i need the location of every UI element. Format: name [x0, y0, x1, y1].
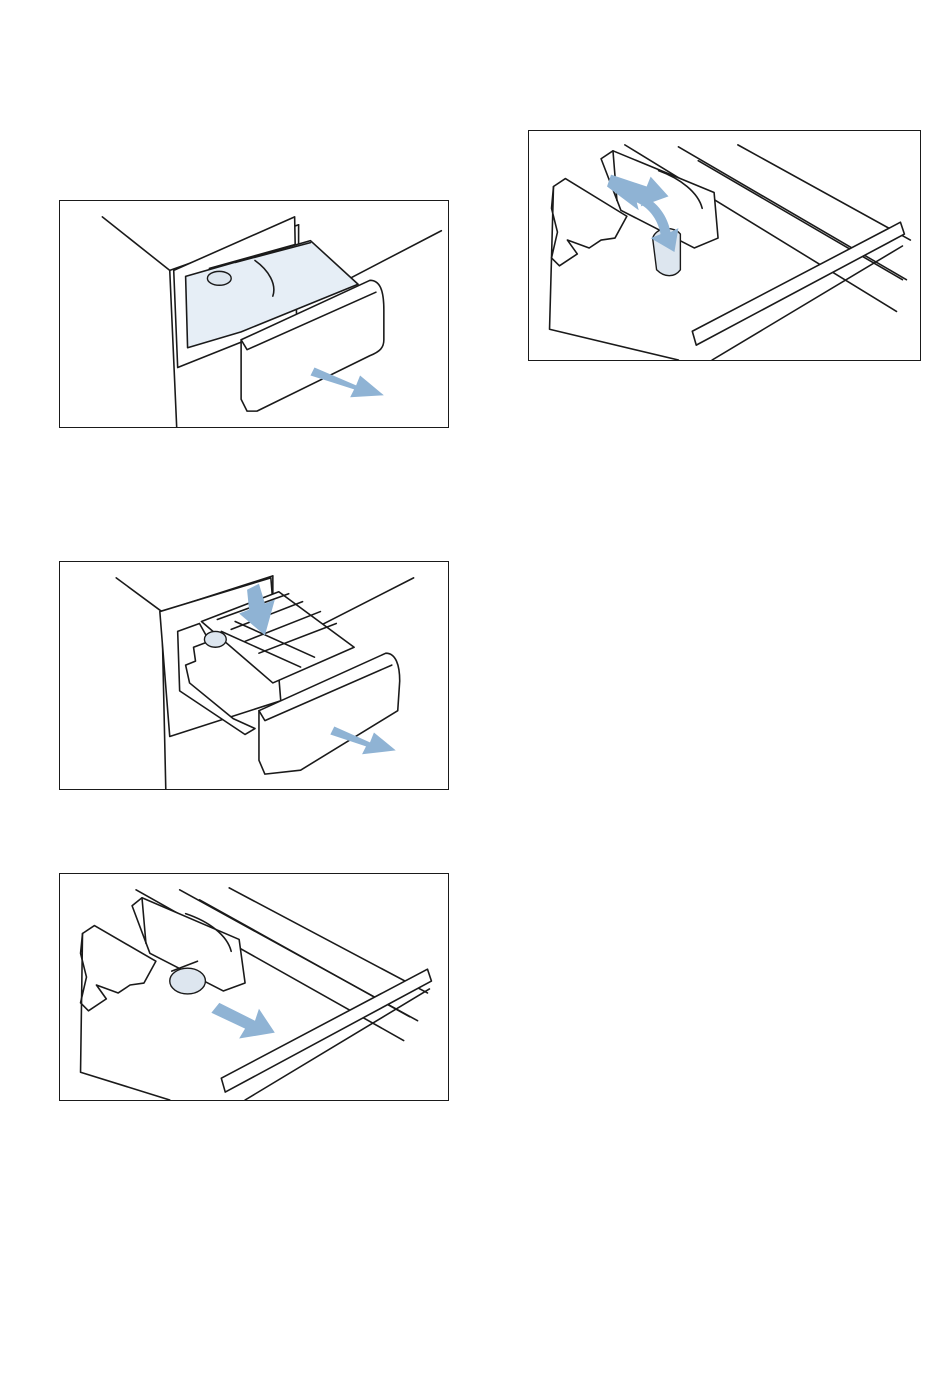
pull-arrow-icon: [311, 368, 384, 398]
insert-removal-drawing: [60, 874, 448, 1100]
cap-reinsert-drawing: [529, 131, 920, 360]
illustration-reinsert-cap: [528, 130, 921, 361]
illustration-remove-insert: [59, 873, 449, 1101]
illustration-pull-out-drawer: [59, 200, 449, 428]
pull-arrow-icon: [211, 1003, 274, 1039]
lever-release-drawing: [60, 562, 448, 789]
illustration-press-lever-remove-drawer: [59, 561, 449, 790]
drawer-pull-out-drawing: [60, 201, 448, 427]
